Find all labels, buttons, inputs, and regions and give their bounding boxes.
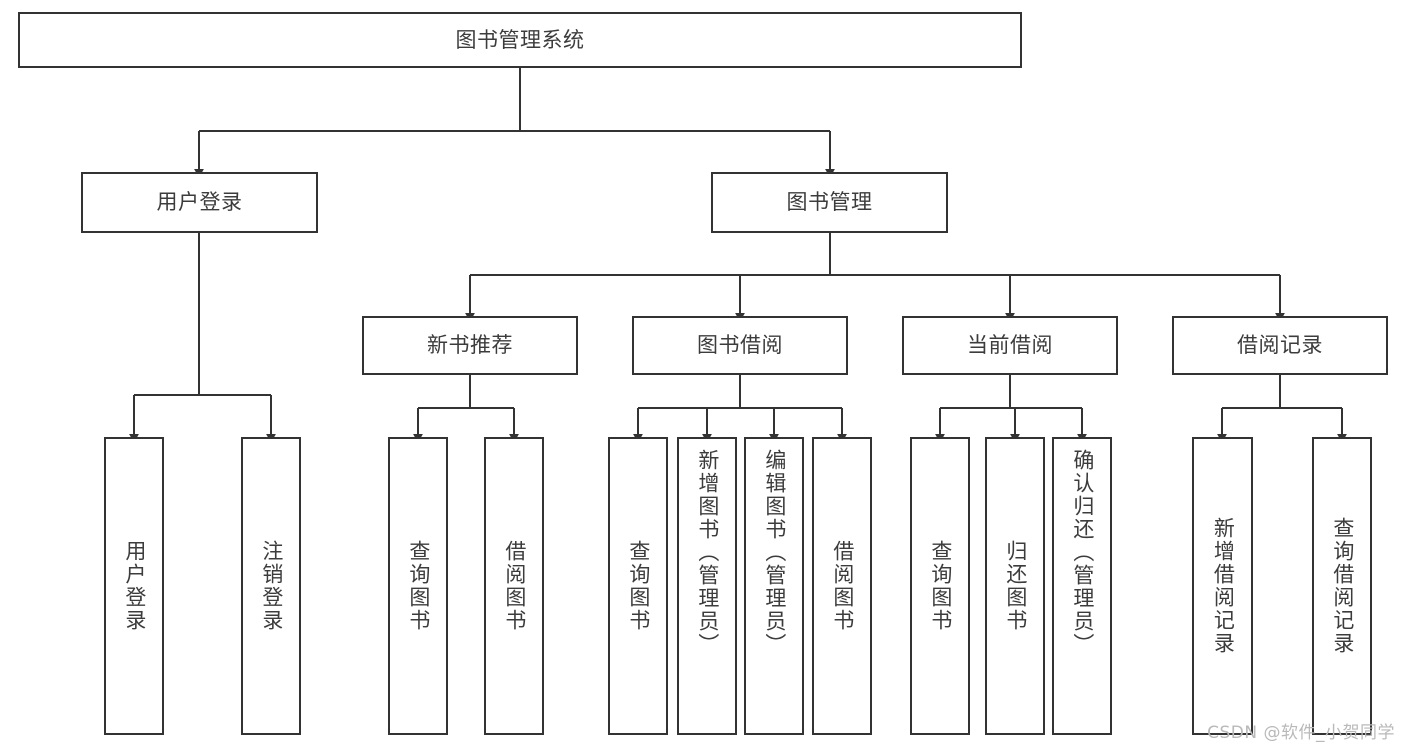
- node-borrow-record[interactable]: 借阅记录: [1172, 316, 1388, 375]
- node-label: 图书管理: [786, 190, 873, 215]
- node-label: 新书推荐: [427, 333, 513, 358]
- node-label: 借阅记录: [1237, 333, 1323, 358]
- leaf-borrow-book[interactable]: 借阅图书: [812, 437, 872, 735]
- leaf-edit-book-admin[interactable]: 编辑图书（管理员）: [744, 437, 804, 735]
- node-label: 借阅图书: [502, 540, 527, 632]
- watermark-text: CSDN @软件_小贺同学: [1207, 723, 1395, 743]
- leaf-borrow-book-recommend[interactable]: 借阅图书: [484, 437, 544, 735]
- node-book-borrow[interactable]: 图书借阅: [632, 316, 848, 375]
- node-label: 查询借阅记录: [1330, 517, 1355, 655]
- node-label: 用户登录: [122, 540, 147, 632]
- node-label: 新增借阅记录: [1211, 517, 1236, 655]
- node-label: 借阅图书: [830, 540, 855, 632]
- leaf-confirm-return-admin[interactable]: 确认归还（管理员）: [1052, 437, 1112, 735]
- leaf-user-login[interactable]: 用户登录: [104, 437, 164, 735]
- node-label: 用户登录: [156, 190, 243, 215]
- leaf-user-logout[interactable]: 注销登录: [241, 437, 301, 735]
- node-root-system[interactable]: 图书管理系统: [18, 12, 1022, 68]
- leaf-return-book[interactable]: 归还图书: [985, 437, 1045, 735]
- leaf-query-book-borrow[interactable]: 查询图书: [608, 437, 668, 735]
- node-label: 确认归还（管理员）: [1070, 449, 1095, 656]
- node-book-manage[interactable]: 图书管理: [711, 172, 948, 233]
- leaf-query-book-current[interactable]: 查询图书: [910, 437, 970, 735]
- node-label: 图书管理系统: [455, 27, 585, 52]
- node-label: 新增图书（管理员）: [695, 449, 720, 656]
- node-user-login[interactable]: 用户登录: [81, 172, 318, 233]
- node-label: 查询图书: [626, 540, 651, 632]
- node-label: 归还图书: [1003, 540, 1028, 632]
- node-label: 当前借阅: [967, 333, 1053, 358]
- leaf-add-borrow-record[interactable]: 新增借阅记录: [1192, 437, 1253, 735]
- node-new-book-recommend[interactable]: 新书推荐: [362, 316, 578, 375]
- leaf-add-book-admin[interactable]: 新增图书（管理员）: [677, 437, 737, 735]
- node-label: 查询图书: [406, 540, 431, 632]
- leaf-query-book-recommend[interactable]: 查询图书: [388, 437, 448, 735]
- leaf-query-borrow-record[interactable]: 查询借阅记录: [1312, 437, 1372, 735]
- node-label: 查询图书: [928, 540, 953, 632]
- node-label: 编辑图书（管理员）: [762, 449, 787, 656]
- node-label: 图书借阅: [697, 333, 783, 358]
- node-current-borrow[interactable]: 当前借阅: [902, 316, 1118, 375]
- node-label: 注销登录: [259, 540, 284, 632]
